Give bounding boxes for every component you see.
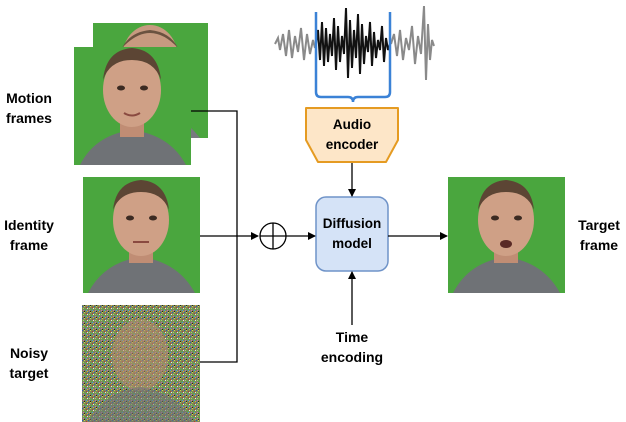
motion-frames-label: Motion frames — [0, 88, 58, 128]
noisy-target-label: Noisy target — [0, 343, 58, 383]
motion-frames-label-line2: frames — [6, 110, 52, 126]
waveform-left-segment — [274, 27, 316, 61]
time-encoding-label-line1: Time — [335, 329, 369, 345]
audio-encoder-text: Audio encoder — [306, 115, 398, 155]
diffusion-model-text-line1: Diffusion — [322, 216, 382, 231]
identity-frame-label-line2: frame — [9, 237, 49, 253]
identity-frame-label: Identity frame — [0, 215, 58, 255]
waveform-right-segment — [390, 5, 435, 81]
audio-encoder-text-line2: encoder — [325, 137, 379, 152]
circled-plus-icon — [259, 222, 287, 250]
motion-frame-front — [74, 47, 191, 165]
diffusion-model-text-line2: model — [332, 236, 372, 251]
motion-connector-line — [191, 110, 238, 236]
identity-frame-label-line1: Identity — [4, 217, 54, 233]
audio-encoder-box — [305, 107, 399, 163]
waveform-selection-bracket — [314, 12, 392, 103]
waveform-selected-segment — [315, 7, 391, 79]
motion-frames-label-line1: Motion — [6, 90, 52, 106]
motion-frames-stack — [74, 23, 208, 165]
noisy-target-label-line1: Noisy — [9, 345, 49, 361]
target-frame-label: Target frame — [572, 215, 626, 255]
identity-frame-image — [83, 177, 200, 293]
diffusion-model-text: Diffusion model — [314, 214, 390, 254]
time-encoding-label: Time encoding — [312, 327, 392, 367]
target-frame-image — [448, 177, 565, 293]
target-frame-label-line2: frame — [579, 237, 619, 253]
noisy-target-label-line2: target — [9, 365, 49, 381]
audio-encoder-text-line1: Audio — [332, 117, 372, 132]
audio-waveform — [274, 5, 435, 81]
time-encoding-label-line2: encoding — [320, 349, 384, 365]
noisy-connector-line — [200, 236, 238, 363]
noisy-target-image — [82, 305, 200, 422]
target-frame-label-line1: Target — [578, 217, 620, 233]
